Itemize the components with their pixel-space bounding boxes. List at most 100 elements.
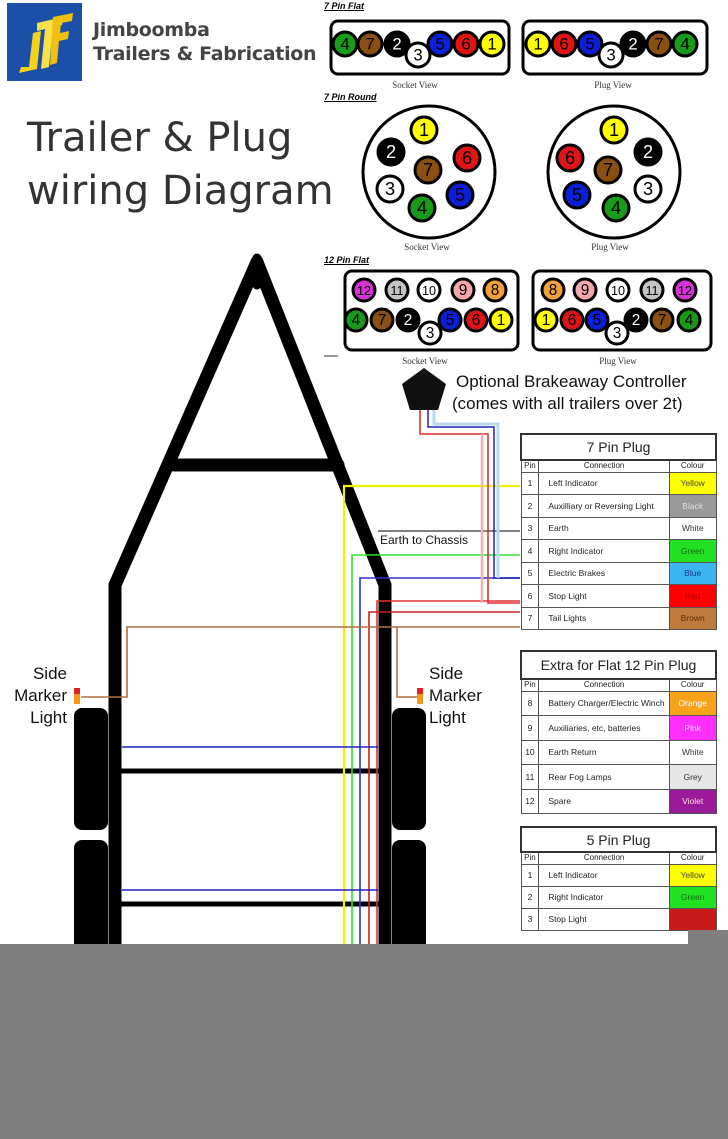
table-row: 5 Electric Brakes Blue — [520, 561, 717, 585]
colour-swatch: Red — [668, 584, 717, 608]
pin-10: 10 — [605, 277, 631, 303]
svg-text:5: 5 — [572, 185, 582, 205]
pin-4: 4 — [343, 307, 369, 333]
table-header: Connection — [538, 459, 670, 473]
table-header: Pin — [520, 851, 540, 865]
pin-number: 4 — [520, 539, 540, 563]
connection: Tail Lights — [538, 606, 670, 630]
pin-number: 5 — [520, 561, 540, 585]
pin-number: 3 — [520, 516, 540, 540]
colour-swatch: Green — [668, 539, 717, 563]
svg-text:12: 12 — [357, 284, 371, 298]
svg-text:4: 4 — [352, 312, 361, 329]
wheel-right-rear — [392, 840, 426, 970]
wheel-right-front — [392, 708, 426, 830]
svg-text:3: 3 — [606, 45, 615, 64]
trailer-frame — [108, 253, 392, 967]
gray-overlay-corner — [688, 930, 728, 948]
wire-yellow — [342, 484, 520, 944]
wheel-left-rear — [74, 840, 108, 970]
svg-text:12: 12 — [678, 284, 692, 298]
socket-view-label: Socket View — [392, 80, 438, 90]
plug-view-label: Plug View — [594, 80, 632, 90]
svg-text:6: 6 — [462, 148, 472, 168]
svg-text:4: 4 — [680, 34, 689, 53]
colour-swatch: Yellow — [668, 471, 717, 495]
title-line2: wiring Diagram — [27, 168, 334, 214]
svg-text:5: 5 — [455, 185, 465, 205]
wire-brown-right — [396, 627, 417, 698]
pin-1: 1 — [488, 307, 514, 333]
svg-text:1: 1 — [419, 120, 429, 140]
section-7pin-round-title: 7 Pin Round — [324, 92, 377, 102]
table-header: Pin — [520, 459, 540, 473]
pin-8: 8 — [482, 277, 508, 303]
wire-green — [351, 554, 520, 944]
pin-6: 6 — [463, 307, 489, 333]
svg-text:4: 4 — [685, 312, 694, 329]
socket-view-label: Socket View — [404, 242, 450, 252]
pin-3: 3 — [604, 320, 630, 346]
pin-3: 3 — [375, 174, 405, 204]
pin-3: 3 — [597, 41, 625, 69]
page-title: Trailer & Plug wiring Diagram — [27, 112, 334, 218]
colour-swatch: Orange — [668, 690, 717, 716]
svg-text:2: 2 — [632, 312, 641, 329]
pin-4: 4 — [676, 307, 702, 333]
svg-text:4: 4 — [340, 34, 349, 53]
colour-swatch: Pink — [668, 715, 717, 741]
brakeaway-wire-blue — [427, 410, 520, 579]
table-row: 4 Right Indicator Green — [520, 539, 717, 563]
pin-number: 8 — [520, 690, 540, 716]
pin-11: 11 — [639, 277, 665, 303]
svg-text:1: 1 — [542, 312, 551, 329]
pin-1: 1 — [524, 30, 552, 58]
svg-text:5: 5 — [435, 34, 444, 53]
table-row: 1 Left Indicator Yellow — [520, 471, 717, 495]
pin-number: 2 — [520, 885, 540, 909]
pin-12: 12 — [351, 277, 377, 303]
plug-view-label: Plug View — [599, 356, 637, 366]
plug-view-label: Plug View — [591, 242, 629, 252]
pin-6: 6 — [452, 30, 480, 58]
pin-4: 4 — [671, 30, 699, 58]
svg-text:7: 7 — [658, 312, 667, 329]
pin-6: 6 — [550, 30, 578, 58]
table-row: 11 Rear Fog Lamps Grey — [520, 764, 717, 790]
pin-5: 5 — [445, 180, 475, 210]
pin-2: 2 — [623, 307, 649, 333]
table-row: 10 Earth Return White — [520, 739, 717, 765]
svg-text:11: 11 — [645, 284, 658, 298]
colour-swatch: Black — [668, 494, 717, 518]
side-marker-light-right — [417, 688, 423, 704]
connection: Right Indicator — [538, 885, 670, 909]
pin-5: 5 — [576, 30, 604, 58]
pin-8: 8 — [540, 277, 566, 303]
connection: Left Indicator — [538, 863, 670, 887]
table-title: Extra for Flat 12 Pin Plug — [520, 650, 717, 680]
brakeaway-controller-icon — [402, 368, 446, 410]
title-line1: Trailer & Plug — [27, 115, 293, 161]
connection: Left Indicator — [538, 471, 670, 495]
svg-text:10: 10 — [611, 284, 625, 298]
section-7pin-flat-title: 7 Pin Flat — [324, 1, 365, 11]
wheels — [74, 708, 426, 970]
svg-text:5: 5 — [593, 312, 602, 329]
svg-text:8: 8 — [491, 282, 500, 299]
svg-text:3: 3 — [426, 325, 435, 342]
pin-number: 1 — [520, 471, 540, 495]
pin-7: 7 — [369, 307, 395, 333]
table-row: 3 Earth White — [520, 516, 717, 540]
svg-text:9: 9 — [459, 282, 468, 299]
svg-text:3: 3 — [385, 179, 395, 199]
table-header: Pin — [520, 678, 540, 692]
brakeaway-note: (comes with all trailers over 2t) — [452, 394, 683, 413]
connection: Spare — [538, 788, 670, 814]
colour-swatch: Yellow — [668, 863, 717, 887]
pin-number: 1 — [520, 863, 540, 887]
table-row: 2 Right Indicator Green — [520, 885, 717, 909]
pin-2: 2 — [383, 30, 411, 58]
